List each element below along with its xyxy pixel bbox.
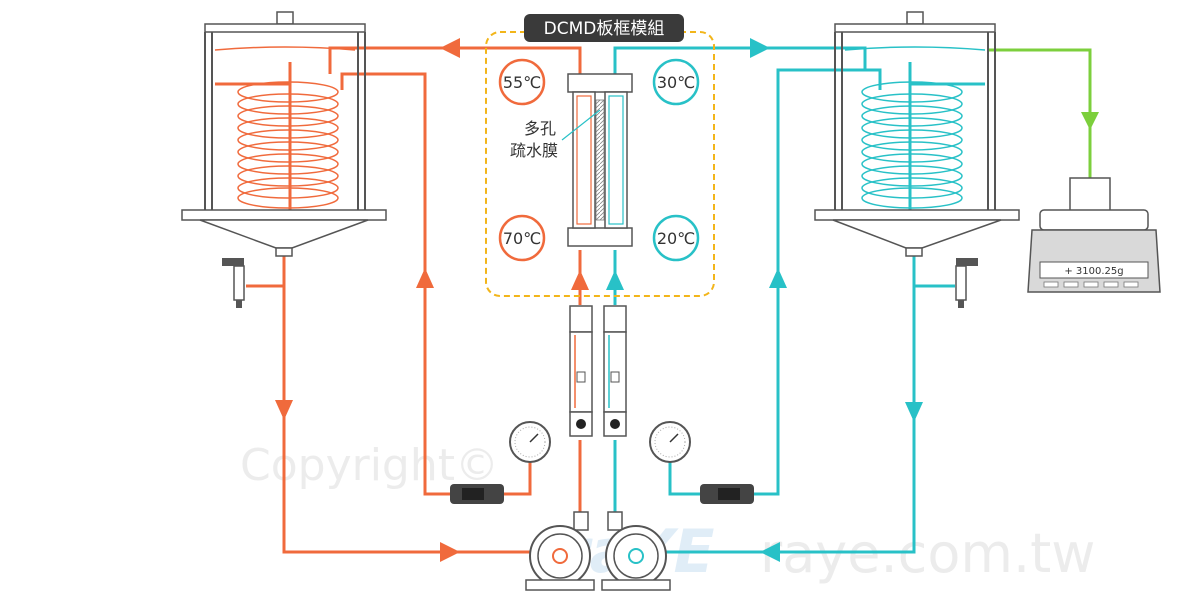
cold-loop-arrows [606, 38, 923, 562]
cold-flowmeter [603, 305, 627, 437]
cold-drain-valve [955, 258, 978, 308]
hot-valve [450, 484, 504, 504]
dcmd-module: DCMD板框模組 多孔 疏水膜 55℃ 70℃ 30℃ 20℃ [485, 14, 715, 297]
hot-pressure-gauge [509, 421, 551, 463]
svg-text:20℃: 20℃ [657, 229, 695, 248]
membrane-label-line2: 疏水膜 [510, 141, 558, 160]
watermark-copyright: Copyright© [240, 440, 499, 491]
cold-pressure-gauge [649, 421, 691, 463]
cold-coil [861, 81, 963, 209]
hot-loop-arrows [275, 38, 589, 562]
membrane [595, 99, 605, 221]
cold-tank [814, 11, 1020, 308]
cold-pump [601, 511, 671, 591]
cold-loop-lines [613, 46, 985, 554]
module-title: DCMD板框模組 [544, 19, 665, 39]
temp-hot-outlet: 55℃ [498, 58, 546, 106]
svg-text:70℃: 70℃ [503, 229, 541, 248]
membrane-label-line1: 多孔 [524, 119, 556, 138]
balance-readout: + 3100.25g [1064, 266, 1123, 277]
hot-tank [181, 11, 387, 308]
hot-flowmeter [569, 305, 593, 437]
hot-pump [525, 511, 595, 591]
cold-valve [700, 484, 754, 504]
temp-cold-inlet: 20℃ [652, 214, 700, 262]
temp-cold-outlet: 30℃ [652, 58, 700, 106]
hot-drain-valve [222, 258, 245, 308]
balance-scale: + 3100.25g [1027, 177, 1161, 293]
module-title-bg [524, 14, 684, 42]
svg-text:30℃: 30℃ [657, 73, 695, 92]
hot-coil [237, 81, 339, 209]
svg-text:55℃: 55℃ [503, 73, 541, 92]
distillate-line [988, 48, 1099, 185]
temp-hot-inlet: 70℃ [498, 214, 546, 262]
